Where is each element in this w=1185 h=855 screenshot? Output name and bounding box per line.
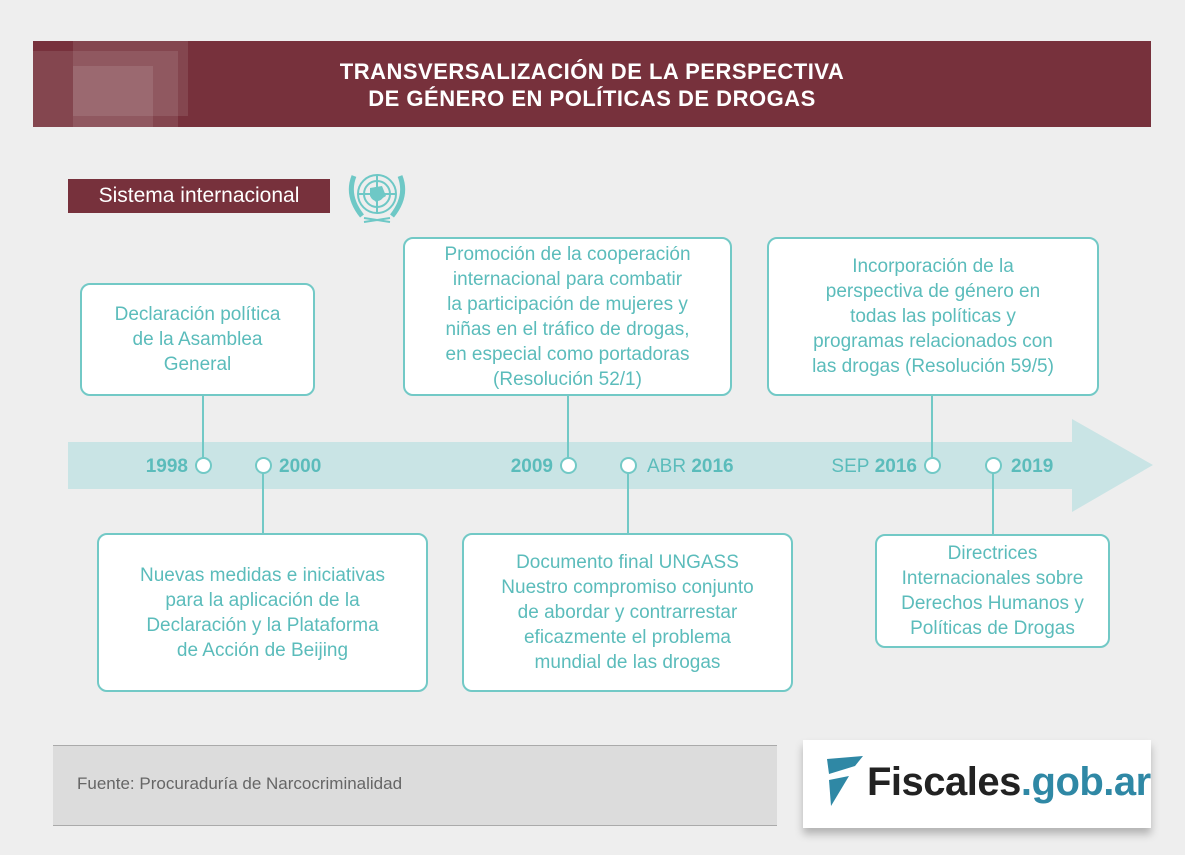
logo-f-icon [827,756,863,806]
title-line-2: DE GÉNERO EN POLÍTICAS DE DROGAS [368,86,816,111]
decor-square [73,66,153,127]
title-line-1: TRANSVERSALIZACIÓN DE LA PERSPECTIVA [339,59,845,84]
connector-line [202,396,204,458]
decor-square [33,51,178,127]
page-title: TRANSVERSALIZACIÓN DE LA PERSPECTIVA DE … [33,58,1151,112]
event-box-abr-2016: Documento final UNGASS Nuestro compromis… [462,533,793,692]
decor-square [73,41,188,116]
event-box-1998: Declaración política de la Asamblea Gene… [80,283,315,396]
timeline-marker [255,457,272,474]
year-label: 2009 [510,456,553,477]
source-text: Fuente: Procuraduría de Narcocriminalida… [77,774,403,793]
section-label: Sistema internacional [68,179,330,213]
event-box-2019: Directrices Internacionales sobre Derech… [875,534,1110,648]
year-label: SEP 2016 [831,456,917,477]
connector-line [931,396,933,458]
logo-text: Fiscales.gob.ar [867,760,1151,804]
timeline-marker [560,457,577,474]
event-box-2009: Promoción de la cooperación internaciona… [403,237,732,396]
connector-line [992,472,994,535]
event-box-2000: Nuevas medidas e iniciativas para la apl… [97,533,428,692]
source-footer: Fuente: Procuraduría de Narcocriminalida… [53,745,777,826]
timeline-marker [924,457,941,474]
header-banner: TRANSVERSALIZACIÓN DE LA PERSPECTIVA DE … [33,41,1151,127]
connector-line [567,396,569,458]
year-label: 2000 [279,456,322,477]
event-box-sep-2016: Incorporación de la perspectiva de géner… [767,237,1099,396]
fiscales-logo: Fiscales.gob.ar [803,740,1151,828]
year-label: 1998 [145,456,188,477]
timeline-marker [195,457,212,474]
timeline-marker [620,457,637,474]
timeline-marker [985,457,1002,474]
un-emblem-icon [348,174,406,223]
year-label: 2019 [1011,456,1054,477]
connector-line [262,472,264,534]
connector-line [627,472,629,534]
year-label: ABR 2016 [647,456,734,477]
